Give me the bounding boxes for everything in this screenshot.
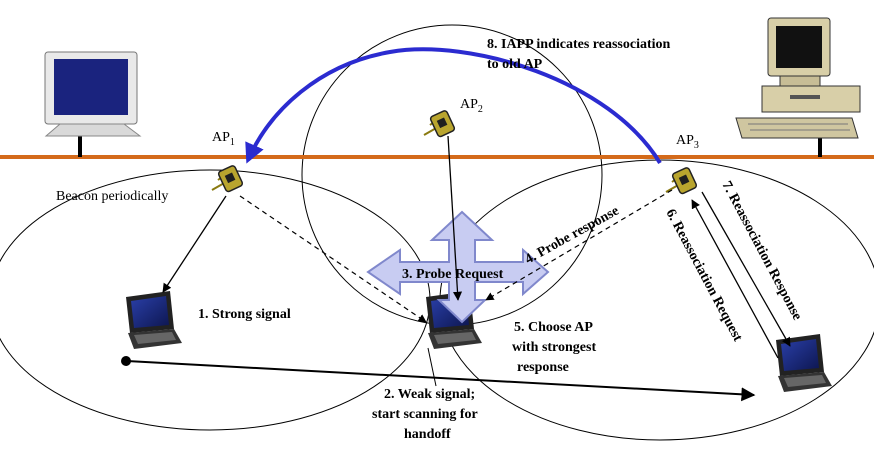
svg-text:start scanning for: start scanning for (372, 407, 478, 422)
reassociation-response-label: 7. Reassociation Response (718, 179, 804, 323)
probe-response-label: 4. Probe response (523, 204, 622, 268)
svg-text:5. Choose AP: 5. Choose AP (514, 320, 593, 335)
ap1-label: AP1 (212, 130, 235, 148)
svg-text:8. IAPP indicates reassociatio: 8. IAPP indicates reassociation (487, 37, 671, 52)
svg-text:to old AP: to old AP (487, 57, 543, 72)
svg-text:with strongest: with strongest (512, 340, 596, 355)
iapp-arrow (245, 47, 662, 165)
crt-monitor-icon (44, 51, 142, 137)
svg-text:2. Weak signal;: 2. Weak signal; (384, 387, 475, 402)
mobility-path-arrow (125, 360, 756, 402)
beacon-label: Beacon periodically (56, 189, 168, 204)
access-point-2-icon (423, 108, 457, 139)
access-point-1-icon (211, 163, 245, 194)
weak-signal-label: 2. Weak signal; start scanning for hando… (372, 387, 478, 442)
svg-text:handoff: handoff (404, 427, 451, 442)
desktop-computer-icon (735, 17, 861, 139)
ap3-label: AP3 (676, 133, 699, 151)
laptop-strong-signal-icon (126, 291, 182, 349)
ap1-coverage-ellipse (0, 169, 431, 431)
svg-text:response: response (517, 360, 569, 375)
laptop-new-position-icon (776, 334, 832, 392)
choose-ap-label: 5. Choose AP with strongest response (512, 320, 596, 375)
probe-request-label: 3. Probe Request (402, 267, 504, 282)
probe-request-cross-arrow (366, 210, 550, 324)
ap2-label: AP2 (460, 97, 483, 115)
ap3-coverage-ellipse (439, 159, 874, 441)
iapp-label: 8. IAPP indicates reassociation to old A… (487, 37, 671, 72)
strong-signal-label: 1. Strong signal (198, 307, 291, 322)
